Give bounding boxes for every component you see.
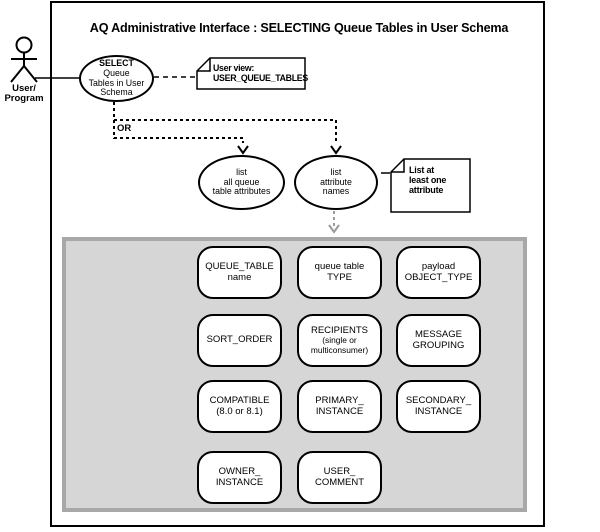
- attribute-text-line: RECIPIENTS: [310, 324, 368, 336]
- usecase-text-line: table attributes: [212, 186, 271, 197]
- attribute-text-line: SECONDARY_: [405, 395, 472, 406]
- diagram-title: AQ Administrative Interface : SELECTING …: [89, 21, 509, 35]
- branch-arrowheads: [237, 145, 342, 155]
- attribute-box-compatible: COMPATIBLE (8.0 or 8.1): [197, 380, 282, 433]
- user-actor-icon: [10, 36, 38, 83]
- attribute-box-owner-instance: OWNER_ INSTANCE: [197, 451, 282, 504]
- actor-label-line: User/: [12, 83, 36, 94]
- gray-dashed-arrow: [328, 211, 340, 234]
- usecase-text-line: attribute: [320, 176, 352, 187]
- usecase-text-line: SELECT: [99, 58, 134, 69]
- usecase-list-attribute-names: list attribute names: [294, 155, 378, 210]
- or-branch-dashed-lines: [113, 102, 337, 143]
- note-user-view-text: User view: USER_QUEUE_TABLES: [213, 63, 308, 83]
- attribute-text-line: INSTANCE: [215, 476, 264, 488]
- attribute-text-line: payload: [421, 261, 456, 272]
- attribute-box-queue-table-type: queue table TYPE: [297, 246, 382, 299]
- attribute-text-line: QUEUE_TABLE: [205, 261, 274, 272]
- attribute-text-line: USER_: [323, 466, 356, 477]
- note-text-line: attribute: [409, 185, 444, 195]
- attribute-box-sort-order: SORT_ORDER: [197, 314, 282, 367]
- usecase-text-line: Queue: [103, 67, 130, 78]
- attribute-box-queue-table-name: QUEUE_TABLE name: [197, 246, 282, 299]
- or-label: OR: [117, 123, 132, 134]
- usecase-text-line: Schema: [100, 87, 133, 98]
- attribute-text-line: INSTANCE: [315, 405, 364, 417]
- usecase-text-line: all queue: [223, 176, 260, 187]
- usecase-list-all-attributes: list all queue table attributes: [198, 155, 285, 210]
- note-least-one-shape: [390, 158, 471, 213]
- attribute-text-line: COMPATIBLE: [209, 395, 270, 406]
- attribute-box-primary-instance: PRIMARY_ INSTANCE: [297, 380, 382, 433]
- note-text-line: List at: [409, 165, 435, 175]
- attribute-box-payload-object-type: payload OBJECT_TYPE: [396, 246, 481, 299]
- note-least-one-text: List at least one attribute: [409, 165, 446, 195]
- attribute-box-message-grouping: MESSAGE GROUPING: [396, 314, 481, 367]
- attribute-text-line: multiconsumer): [310, 344, 369, 355]
- attribute-text-line: name: [227, 271, 252, 283]
- attribute-text-line: INSTANCE: [414, 405, 463, 417]
- diagram-frame: [50, 1, 545, 527]
- actor-label-line: Program: [4, 93, 44, 104]
- attribute-text-line: OBJECT_TYPE: [404, 271, 473, 283]
- attribute-text-line: OWNER_: [218, 466, 261, 477]
- attribute-box-secondary-instance: SECONDARY_ INSTANCE: [396, 380, 481, 433]
- usecase-text-line: Tables in User: [88, 77, 145, 88]
- attribute-text-line: GROUPING: [412, 339, 465, 351]
- usecase-text-line: list: [330, 167, 342, 178]
- note-text-line: User view:: [213, 63, 255, 73]
- note-text-line: least one: [409, 175, 447, 185]
- actor-label: User/ Program: [0, 84, 48, 104]
- note-user-view-shape: [196, 57, 306, 90]
- attribute-text-line: (single or: [322, 335, 357, 346]
- attribute-text-line: queue table: [314, 261, 365, 272]
- attribute-box-recipients: RECIPIENTS (single or multiconsumer): [297, 314, 382, 367]
- usecase-text-line: names: [322, 186, 350, 197]
- attribute-text-line: COMMENT: [314, 476, 365, 488]
- attribute-text-line: (8.0 or 8.1): [216, 405, 263, 417]
- usecase-text-line: list: [236, 167, 247, 178]
- usecase-select-queue-tables: SELECT Queue Tables in User Schema: [79, 55, 154, 102]
- attribute-box-user-comment: USER_ COMMENT: [297, 451, 382, 504]
- attribute-text-line: PRIMARY_: [315, 395, 364, 406]
- note-text-line: USER_QUEUE_TABLES: [213, 73, 308, 83]
- attribute-text-line: TYPE: [327, 271, 352, 283]
- attribute-text-line: SORT_ORDER: [206, 334, 273, 346]
- attribute-text-line: MESSAGE: [415, 329, 462, 340]
